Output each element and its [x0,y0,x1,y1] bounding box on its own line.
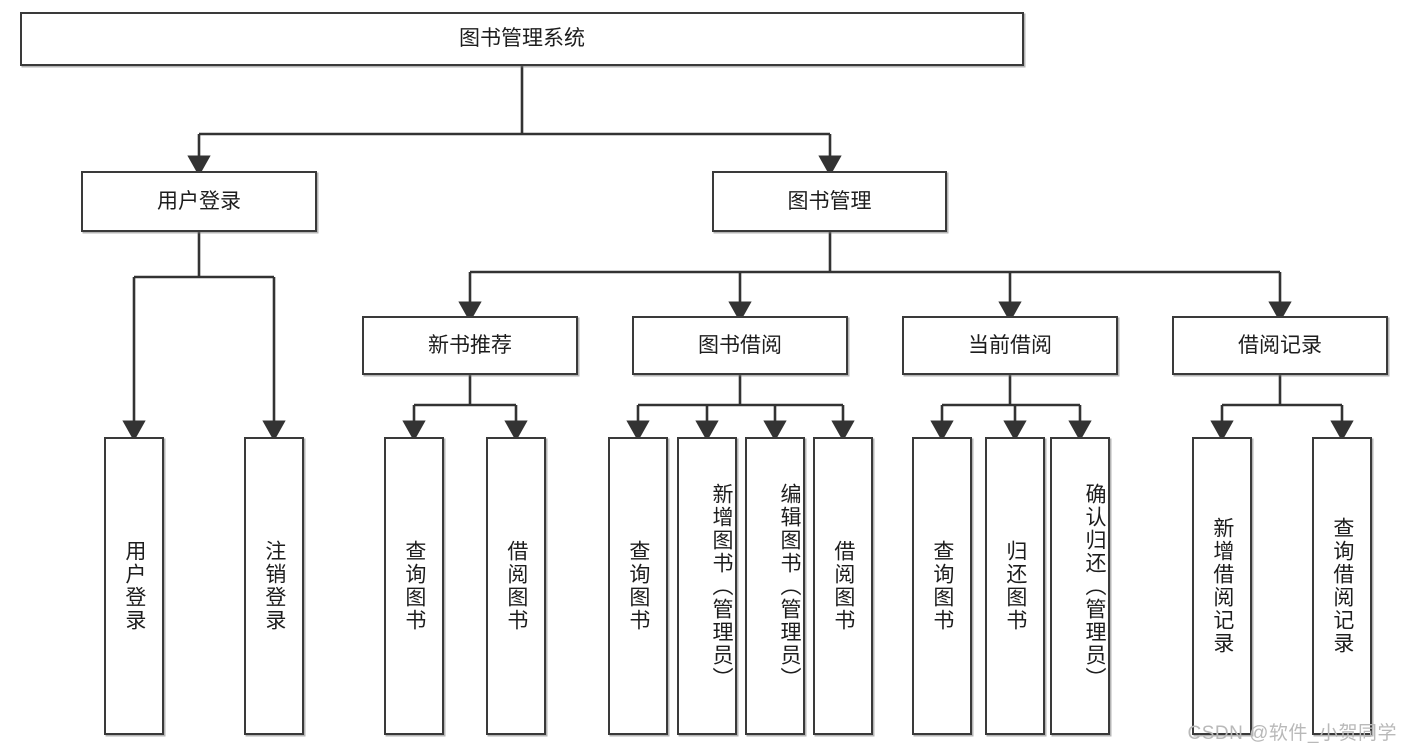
leaf-query-book-current[interactable]: 查询图书 [912,437,972,735]
leaf-add-borrow-record-label: 新增借阅记录 [1210,517,1234,655]
leaf-return-book[interactable]: 归还图书 [985,437,1045,735]
leaf-query-book-borrow-label: 查询图书 [626,540,650,632]
node-new-book-recommend[interactable]: 新书推荐 [362,316,578,375]
leaf-query-book-recommend-label: 查询图书 [402,540,426,632]
leaf-borrow-book-label: 借阅图书 [831,540,855,632]
node-root[interactable]: 图书管理系统 [20,12,1024,66]
leaf-borrow-book-recommend-label: 借阅图书 [504,540,528,632]
leaf-query-book-recommend[interactable]: 查询图书 [384,437,444,735]
leaf-edit-book-admin[interactable]: 编辑图书（管理员） [745,437,805,735]
leaf-confirm-return-admin[interactable]: 确认归还（管理员） [1050,437,1110,735]
leaf-borrow-book-recommend[interactable]: 借阅图书 [486,437,546,735]
node-book-management-label: 图书管理 [787,189,872,213]
leaf-query-borrow-record-label: 查询借阅记录 [1330,517,1354,655]
node-book-management[interactable]: 图书管理 [712,171,947,232]
node-root-label: 图书管理系统 [459,27,585,51]
node-user-login[interactable]: 用户登录 [81,171,317,232]
leaf-add-borrow-record[interactable]: 新增借阅记录 [1192,437,1252,735]
leaf-add-book-admin-label: 新增图书（管理员） [710,482,733,690]
node-borrow-record[interactable]: 借阅记录 [1172,316,1388,375]
leaf-add-book-admin[interactable]: 新增图书（管理员） [677,437,737,735]
node-book-borrow[interactable]: 图书借阅 [632,316,848,375]
leaf-query-book-borrow[interactable]: 查询图书 [608,437,668,735]
node-current-borrow[interactable]: 当前借阅 [902,316,1118,375]
node-current-borrow-label: 当前借阅 [968,333,1052,357]
leaf-user-login-label: 用户登录 [122,540,146,632]
leaf-user-login[interactable]: 用户登录 [104,437,164,735]
leaf-logout-label: 注销登录 [262,540,286,632]
node-user-login-label: 用户登录 [157,189,241,213]
leaf-confirm-return-admin-label: 确认归还（管理员） [1083,482,1106,690]
node-book-borrow-label: 图书借阅 [698,333,782,357]
node-borrow-record-label: 借阅记录 [1238,333,1322,357]
leaf-query-book-current-label: 查询图书 [930,540,954,632]
leaf-return-book-label: 归还图书 [1003,540,1027,632]
leaf-query-borrow-record[interactable]: 查询借阅记录 [1312,437,1372,735]
leaf-edit-book-admin-label: 编辑图书（管理员） [778,482,801,690]
csdn-watermark: CSDN @软件_小贺同学 [1187,723,1397,744]
node-new-book-recommend-label: 新书推荐 [428,333,512,357]
leaf-logout[interactable]: 注销登录 [244,437,304,735]
leaf-borrow-book[interactable]: 借阅图书 [813,437,873,735]
